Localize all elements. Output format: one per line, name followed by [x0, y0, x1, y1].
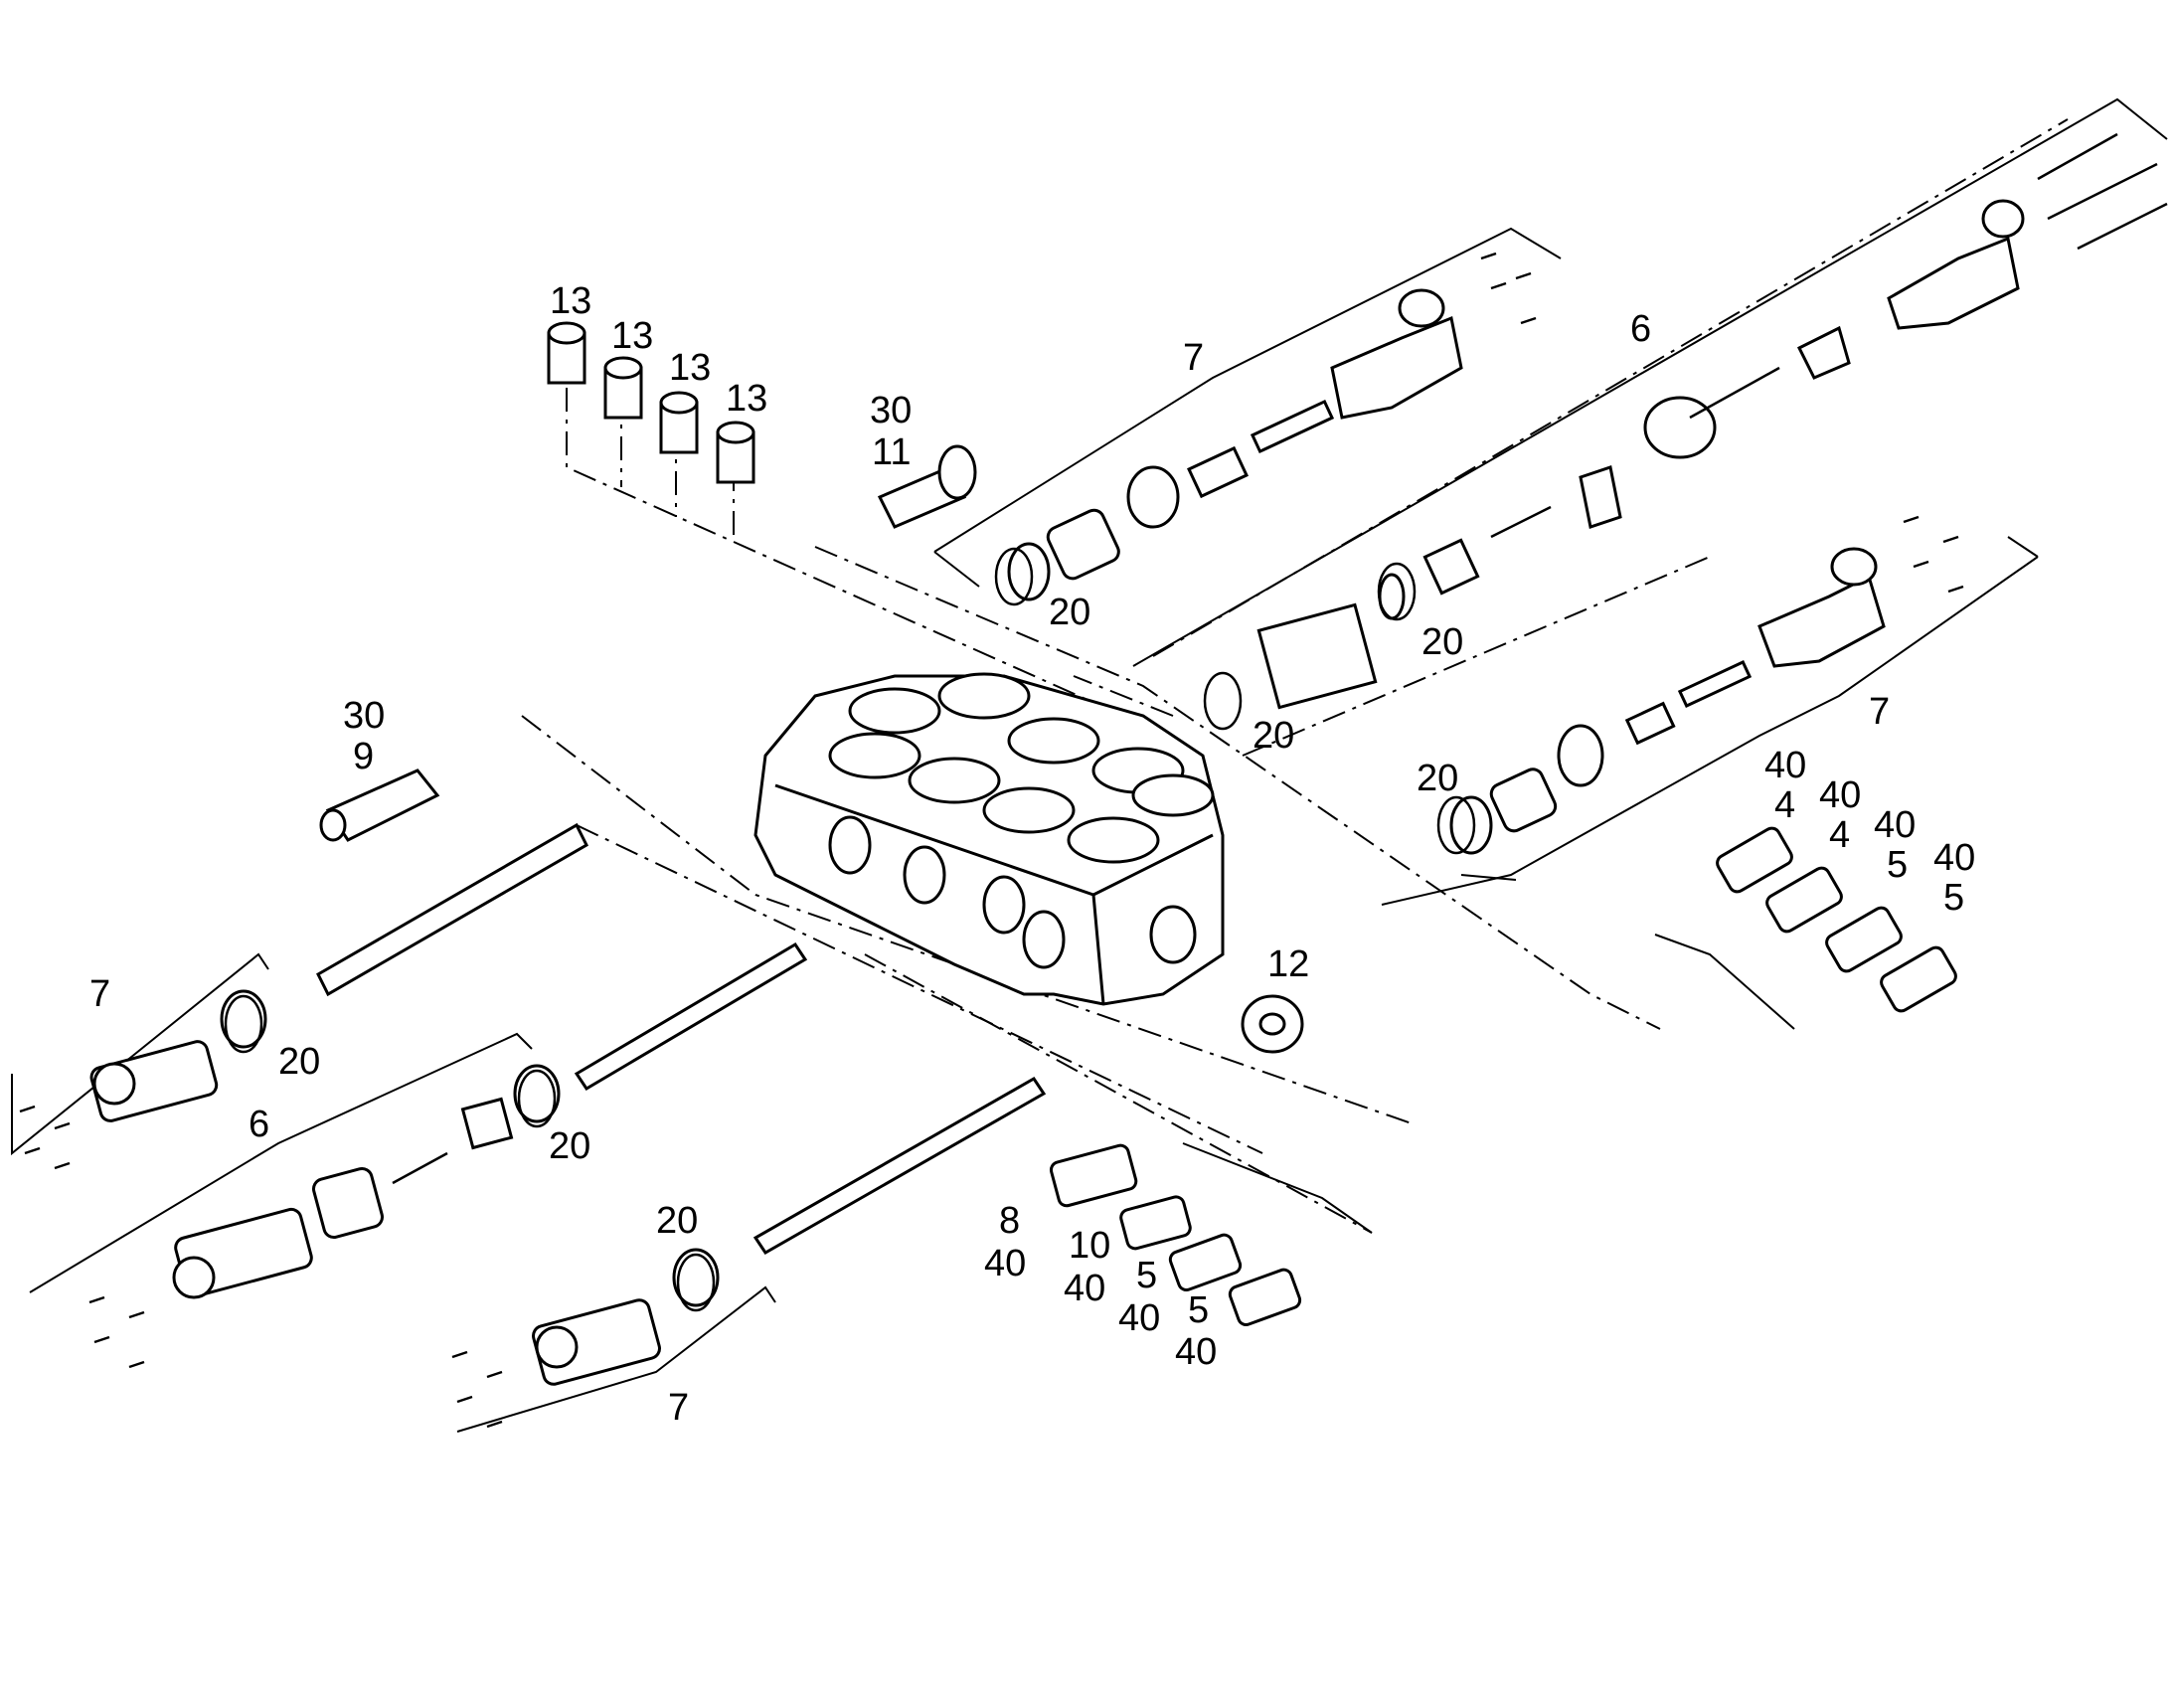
- callout-40: 40: [1175, 1331, 1217, 1373]
- callout-20: 20: [1049, 592, 1090, 633]
- callout-40: 40: [984, 1243, 1026, 1284]
- spool-assembly-top: [1007, 288, 1463, 601]
- callout-40: 40: [1118, 1297, 1160, 1339]
- spool-assembly-left-2: [172, 941, 808, 1299]
- callout-40: 40: [1819, 774, 1861, 816]
- callout-20: 20: [1253, 715, 1294, 757]
- callout-20: 20: [549, 1125, 590, 1167]
- callout-labels: 13 13 13 13 30 11 7 6 20 20 20 20 7 40 4…: [89, 280, 1975, 1429]
- callout-20: 20: [656, 1200, 698, 1242]
- callout-30: 30: [870, 390, 912, 431]
- callout-10: 10: [1069, 1225, 1110, 1267]
- callout-7: 7: [1869, 691, 1890, 733]
- callout-20: 20: [1421, 621, 1463, 663]
- brackets: [11, 97, 2168, 1433]
- spool-assembly-right: [1256, 132, 2168, 710]
- callout-7: 7: [89, 973, 110, 1015]
- callout-11: 11: [872, 431, 911, 473]
- callout-20: 20: [278, 1041, 320, 1083]
- callout-5: 5: [1887, 844, 1908, 886]
- callout-7: 7: [1183, 337, 1204, 379]
- callout-5: 5: [1943, 877, 1964, 919]
- spool-assembly-mid-right: [1449, 547, 1886, 855]
- callout-5: 5: [1136, 1255, 1157, 1296]
- valve-body: [753, 672, 1225, 1006]
- relief-valve-9: [319, 769, 440, 842]
- callout-12: 12: [1267, 943, 1309, 985]
- callout-13: 13: [611, 315, 653, 357]
- o-rings: [224, 547, 1476, 1312]
- callout-7: 7: [668, 1387, 689, 1429]
- valve-cartridges-right: [1716, 826, 1957, 1013]
- plug-12: [1241, 994, 1304, 1054]
- callout-13: 13: [669, 347, 711, 389]
- callout-8: 8: [999, 1200, 1020, 1242]
- callout-40: 40: [1764, 745, 1806, 786]
- callout-5: 5: [1188, 1289, 1209, 1331]
- callout-13: 13: [550, 280, 591, 322]
- callout-40: 40: [1064, 1268, 1105, 1309]
- callout-20: 20: [1417, 758, 1458, 799]
- spool-assembly-bottom: [532, 1077, 1047, 1386]
- callout-6: 6: [249, 1104, 269, 1145]
- callout-30: 30: [343, 695, 385, 737]
- spool-assembly-left: [89, 822, 588, 1122]
- callout-9: 9: [353, 736, 374, 777]
- callout-13: 13: [726, 378, 767, 420]
- callout-6: 6: [1630, 308, 1651, 350]
- plug-parts-13: [547, 321, 755, 484]
- callout-4: 4: [1829, 814, 1850, 856]
- callout-40: 40: [1933, 837, 1975, 879]
- valve-cartridges-bottom: [1049, 1143, 1302, 1326]
- callout-4: 4: [1774, 784, 1795, 826]
- callout-40: 40: [1874, 804, 1916, 846]
- cartridge-11: [877, 444, 977, 529]
- screws: [19, 252, 1964, 1429]
